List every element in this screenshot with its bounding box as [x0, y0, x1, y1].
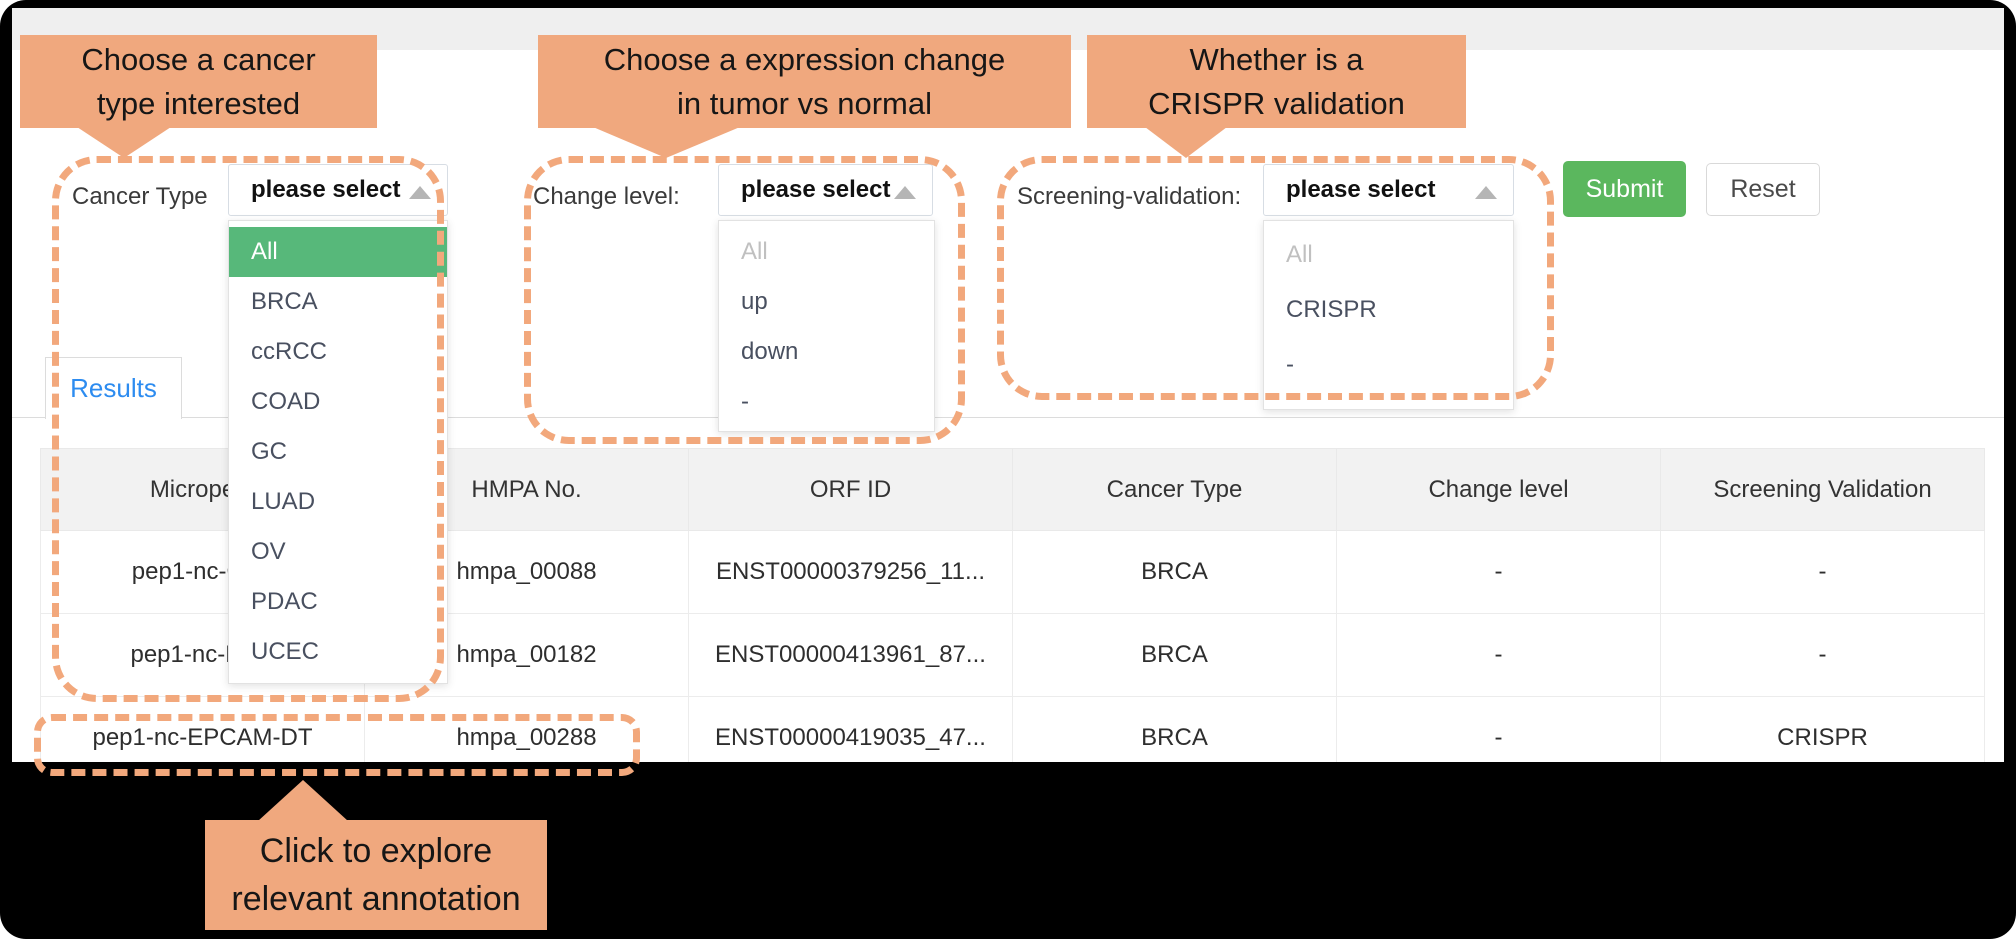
callout-click-annotation: Click to explore relevant annotation	[205, 820, 547, 930]
dropdown-option-all[interactable]: All	[229, 227, 447, 277]
callout-cancer-type: Choose a cancer type interested	[20, 35, 377, 128]
results-table-wrapper: Micropept HMPA No. ORF ID Cancer Type Ch…	[40, 448, 1985, 762]
callout-text: CRISPR validation	[1148, 85, 1405, 121]
screening-validation-select[interactable]: please select	[1263, 164, 1514, 216]
screening-validation-dropdown: All CRISPR -	[1263, 220, 1514, 410]
dropdown-option-all[interactable]: All	[741, 238, 768, 265]
micropeptide-link[interactable]: pep1-nc-EPCAM-DT	[40, 696, 365, 762]
change-level-label: Change level:	[533, 183, 680, 210]
dropdown-option-pdac[interactable]: PDAC	[251, 588, 318, 615]
change-level-placeholder: please select	[741, 176, 891, 203]
callout-text: Choose a expression change	[603, 41, 1006, 77]
table-row: pep1-nc-EPCAM-DT hmpa_00288 ENST00000419…	[40, 696, 1985, 762]
header-cancer-type: Cancer Type	[1012, 448, 1337, 531]
callout-text: relevant annotation	[231, 880, 521, 918]
cancer-type-cell: BRCA	[1012, 530, 1337, 614]
cancer-type-label: Cancer Type	[72, 183, 208, 210]
cancer-type-cell: BRCA	[1012, 613, 1337, 697]
chevron-up-icon	[1475, 186, 1497, 199]
dropdown-option-dash[interactable]: -	[741, 388, 749, 415]
results-table: Micropept HMPA No. ORF ID Cancer Type Ch…	[40, 448, 1985, 762]
header-change-level: Change level	[1336, 448, 1661, 531]
dropdown-option-ucec[interactable]: UCEC	[251, 638, 320, 665]
orf-id-cell: ENST00000379256_11...	[688, 530, 1013, 614]
change-level-cell: -	[1336, 613, 1661, 697]
hmpa-link[interactable]: hmpa_00288	[364, 696, 689, 762]
dropdown-option-brca[interactable]: BRCA	[251, 288, 318, 315]
callout-text: Click to explore	[259, 832, 493, 870]
orf-id-cell: ENST00000413961_87...	[688, 613, 1013, 697]
change-level-select[interactable]: please select	[718, 164, 933, 216]
callout-crispr-validation: Whether is a CRISPR validation	[1087, 35, 1466, 128]
cancer-type-cell: BRCA	[1012, 696, 1337, 762]
orf-id-cell: ENST00000419035_47...	[688, 696, 1013, 762]
tab-divider-line	[12, 417, 2004, 418]
change-level-cell: -	[1336, 696, 1661, 762]
chevron-up-icon	[409, 186, 431, 199]
change-level-dropdown: All up down -	[718, 220, 935, 432]
cancer-type-select[interactable]: please select	[228, 164, 448, 216]
tab-results[interactable]: Results	[45, 357, 182, 419]
change-level-cell: -	[1336, 530, 1661, 614]
screening-validation-label: Screening-validation:	[1017, 183, 1242, 210]
cancer-type-placeholder: please select	[251, 176, 401, 203]
dropdown-option-dash[interactable]: -	[1286, 351, 1294, 378]
callout-text: Choose a cancer	[81, 41, 316, 77]
header-screening-validation: Screening Validation	[1660, 448, 1985, 531]
cancer-type-dropdown: All BRCA ccRCC COAD GC LUAD OV PDAC UCEC	[228, 220, 448, 684]
dropdown-option-all[interactable]: All	[1286, 241, 1313, 268]
dropdown-option-luad[interactable]: LUAD	[251, 488, 316, 515]
dropdown-option-crispr[interactable]: CRISPR	[1286, 296, 1377, 323]
screening-validation-placeholder: please select	[1286, 176, 1436, 203]
dropdown-option-ov[interactable]: OV	[251, 538, 286, 565]
callout-change-level: Choose a expression change in tumor vs n…	[538, 35, 1071, 128]
dropdown-option-down[interactable]: down	[741, 338, 799, 365]
screening-validation-cell: -	[1660, 613, 1985, 697]
reset-button[interactable]: Reset	[1706, 163, 1820, 216]
callout-text: type interested	[96, 85, 301, 121]
dropdown-option-gc[interactable]: GC	[251, 438, 287, 465]
dropdown-option-ccrcc[interactable]: ccRCC	[251, 338, 327, 365]
screening-validation-cell: CRISPR	[1660, 696, 1985, 762]
dropdown-option-up[interactable]: up	[741, 288, 768, 315]
callout-text: Whether is a	[1189, 41, 1364, 77]
header-orf-id: ORF ID	[688, 448, 1013, 531]
callout-arrow-up	[258, 780, 348, 821]
submit-button[interactable]: Submit	[1563, 161, 1686, 217]
screening-validation-cell: -	[1660, 530, 1985, 614]
dropdown-option-coad[interactable]: COAD	[251, 388, 321, 415]
chevron-up-icon	[894, 186, 916, 199]
callout-text: in tumor vs normal	[677, 85, 932, 121]
